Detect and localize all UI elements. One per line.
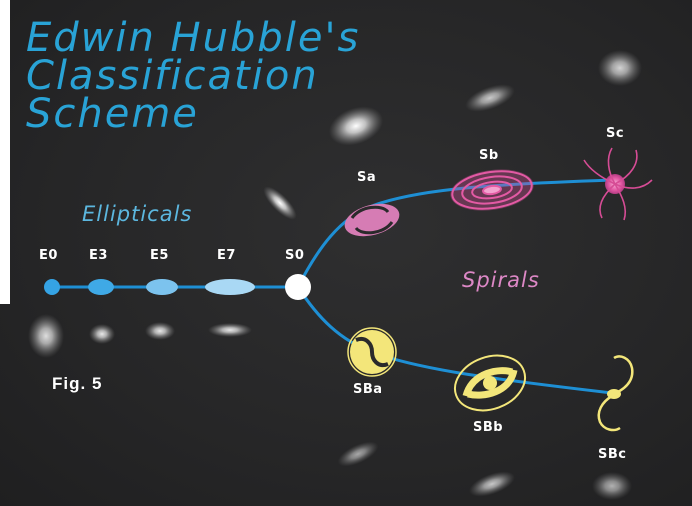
galaxy-photo: [337, 441, 379, 467]
sba-galaxy-icon: [347, 327, 397, 377]
galaxy-photo: [145, 322, 175, 340]
sb-label: Sb: [479, 148, 499, 163]
galaxy-photo: [592, 472, 632, 500]
e7-node: [205, 279, 255, 295]
galaxy-photo: [208, 323, 252, 337]
galaxy-photo: [465, 84, 515, 112]
barred-branch: [296, 285, 614, 395]
e3-label: E3: [89, 248, 108, 263]
sbb-label: SBb: [473, 420, 504, 435]
galaxy-photo: [89, 324, 115, 344]
sc-label: Sc: [606, 126, 625, 141]
e3-node: [88, 279, 114, 295]
galaxy-photo: [328, 106, 384, 146]
e7-label: E7: [217, 248, 236, 263]
elliptical-nodes: [44, 274, 311, 300]
e0-node: [44, 279, 60, 295]
title-line-1: Edwin Hubble's: [26, 15, 361, 61]
sbc-galaxy-icon: [597, 355, 634, 432]
spirals-label: Spirals: [462, 268, 540, 292]
title-line-2: Classification: [26, 53, 319, 99]
galaxy-photo: [469, 471, 515, 497]
sbc-label: SBc: [598, 447, 627, 462]
galaxy-photo: [263, 186, 297, 220]
s0-label: S0: [285, 248, 305, 263]
galaxy-photo: [598, 50, 642, 86]
figure-label: Fig. 5: [52, 374, 103, 393]
e5-node: [146, 279, 178, 295]
sba-label: SBa: [353, 382, 383, 397]
sbb-galaxy-icon: [454, 354, 526, 412]
ellipticals-label: Ellipticals: [82, 202, 193, 226]
galaxy-photos: [28, 50, 642, 500]
e5-label: E5: [150, 248, 169, 263]
sb-galaxy-icon: [450, 169, 534, 211]
title-line-3: Scheme: [26, 91, 199, 137]
sa-galaxy-icon: [344, 203, 400, 237]
s0-node: [285, 274, 311, 300]
sa-label: Sa: [357, 170, 377, 185]
sc-galaxy-icon: [583, 147, 653, 221]
e0-label: E0: [39, 248, 58, 263]
galaxy-photo: [28, 314, 64, 358]
